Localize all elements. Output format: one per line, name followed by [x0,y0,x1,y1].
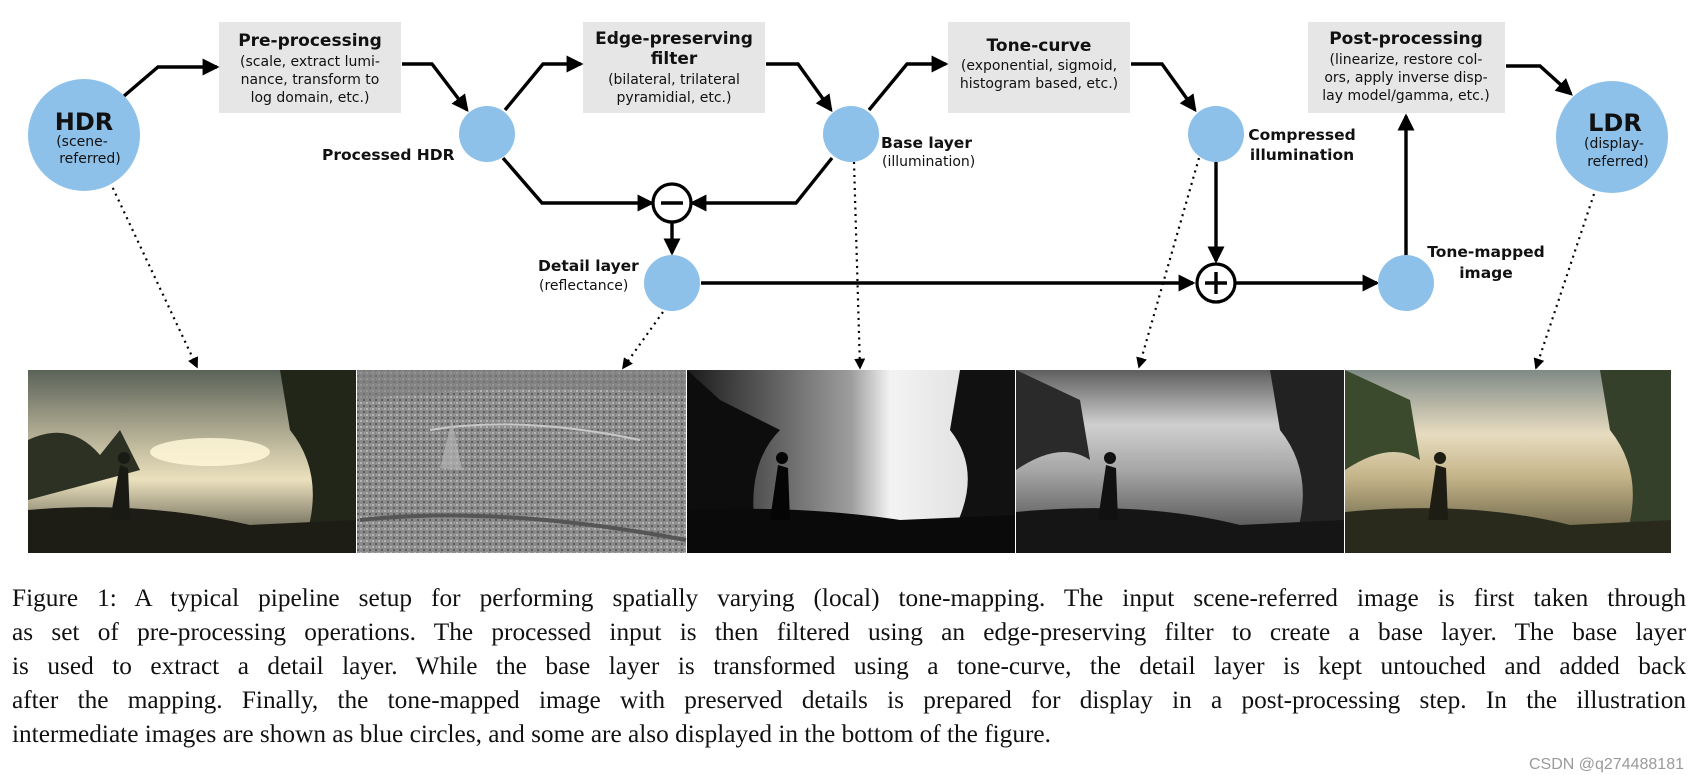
thumbnail-compressed-illumination [1016,370,1344,553]
edge-filter-title-1: Edge-preserving [595,29,753,49]
caption-line-5: intermediate images are shown as blue ci… [12,720,1051,748]
thumbnail-hdr [28,370,356,553]
tone-mapped-label-2: image [1459,264,1513,282]
compressed-illumination-label-1: Compressed [1248,126,1356,144]
flow-arrows [122,55,1573,292]
edge-filter-detail-1: (bilateral, trilateral [608,72,740,88]
hdr-sub-2: referred) [59,151,121,167]
preprocessing-title: Pre-processing [238,31,382,51]
ldr-node: LDR (display- referred) [1556,81,1668,193]
tone-curve-detail-2: histogram based, etc.) [960,76,1118,92]
ldr-sub-1: (display- [1584,136,1644,152]
postprocessing-detail-1: (linearize, restore col- [1330,52,1483,68]
hdr-title: HDR [55,108,114,136]
thumbnail-detail-layer [357,370,687,553]
detail-layer-node [644,255,700,311]
caption-line-3: is used to extract a detail layer. While… [12,652,1686,680]
edge-preserving-filter-box: Edge-preserving filter (bilateral, trila… [583,22,765,113]
tone-curve-title: Tone-curve [987,36,1092,56]
preprocessing-detail-2: nance, transform to [241,72,380,88]
thumbnail-ldr [1345,370,1671,553]
base-layer-sublabel: (illumination) [882,154,975,170]
detail-layer-label: Detail layer [538,257,639,275]
hdr-node: HDR (scene- referred) [28,79,140,191]
watermark: CSDN @q274488181 [1528,756,1684,773]
ldr-sub-2: referred) [1587,154,1649,170]
base-layer-label: Base layer [881,134,972,152]
preprocessing-detail-1: (scale, extract lumi- [240,54,380,70]
minus-operator [651,182,693,224]
thumbnail-base-layer [687,370,1015,553]
tone-mapped-label-1: Tone-mapped [1427,243,1545,261]
processed-hdr-label: Processed HDR [322,146,455,164]
figure-caption: Figure 1: A typical pipeline setup for p… [12,581,1686,751]
preprocessing-detail-3: log domain, etc.) [251,90,370,106]
tone-mapped-image-node [1378,255,1434,311]
hdr-sub-1: (scene- [56,134,108,150]
plus-operator [1195,262,1237,304]
caption-line-1: Figure 1: A typical pipeline setup for p… [12,584,1686,612]
postprocessing-box: Post-processing (linearize, restore col-… [1308,22,1505,113]
compressed-illumination-node [1188,106,1244,162]
compressed-illumination-label-2: illumination [1250,146,1354,164]
postprocessing-detail-2: ors, apply inverse disp- [1324,70,1487,86]
preprocessing-box: Pre-processing (scale, extract lumi- nan… [219,22,401,113]
edge-filter-detail-2: pyramidial, etc.) [617,90,732,106]
processed-hdr-node [459,106,515,162]
postprocessing-title: Post-processing [1329,29,1483,49]
ldr-title: LDR [1588,109,1642,137]
postprocessing-detail-3: lay model/gamma, etc.) [1322,88,1489,104]
edge-filter-title-2: filter [651,49,698,69]
caption-line-2: as set of pre-processing operations. The… [12,618,1686,646]
caption-line-4: after the mapping. Finally, the tone-map… [12,686,1686,714]
tone-curve-box: Tone-curve (exponential, sigmoid, histog… [948,22,1130,113]
detail-layer-sublabel: (reflectance) [539,278,628,294]
dotted-links [109,157,1596,370]
tone-curve-detail-1: (exponential, sigmoid, [961,58,1117,74]
base-layer-node [823,106,879,162]
